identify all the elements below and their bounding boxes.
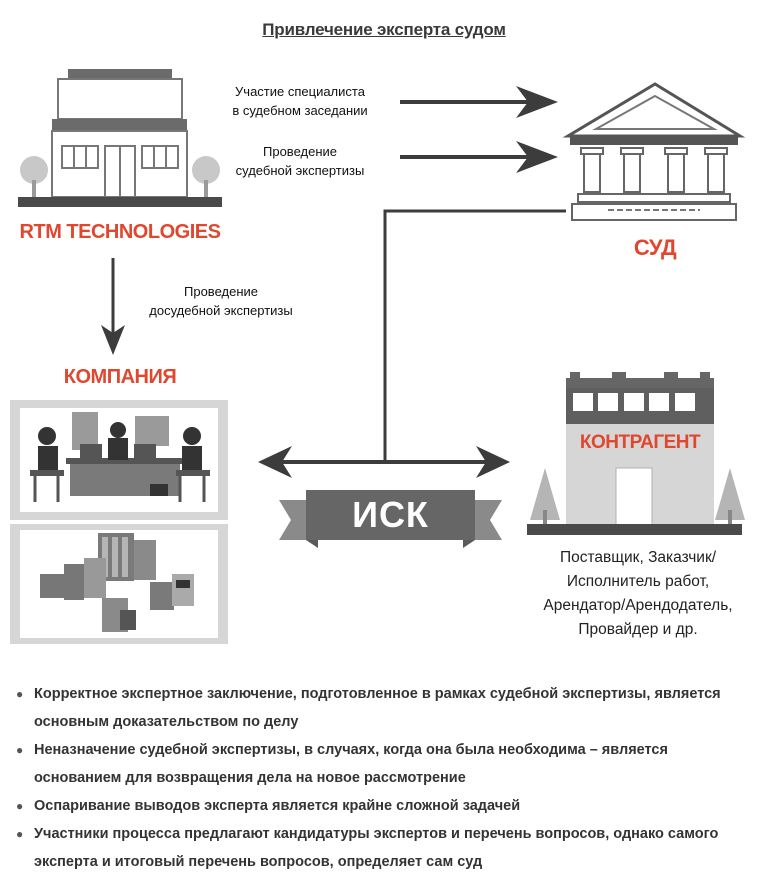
claim-ribbon [279, 490, 502, 548]
double-arrow [258, 446, 510, 478]
node-label-rtm: RTM TECHNOLOGIES [19, 221, 221, 243]
counterparty-desc-line: Провайдер и др. [578, 621, 698, 638]
diagram-canvas [10, 69, 746, 644]
arrow-label-court-expertise: Проведение судебной экспертизы [235, 144, 365, 178]
court-building-icon [562, 82, 746, 221]
counterparty-desc-line: Исполнитель работ, [566, 573, 710, 590]
node-label-company: КОМПАНИЯ [63, 366, 177, 388]
company-office-illustration [10, 400, 228, 520]
arrow-rtm-to-court-1 [400, 86, 558, 118]
node-label-court: СУД [633, 235, 677, 260]
counterparty-description: Поставщик, Заказчик/ Исполнитель работ, … [520, 546, 756, 642]
company-equipment-illustration [10, 524, 228, 644]
claim-label: ИСК [352, 494, 429, 535]
page-title: Привлечение эксперта судом [262, 20, 506, 39]
key-point: Участники процесса предлагают кандидатур… [16, 820, 753, 876]
arrow-rtm-to-court-2 [400, 141, 558, 173]
counterparty-building-icon [527, 372, 745, 535]
counterparty-desc-line: Арендатор/Арендодатель, [543, 597, 733, 614]
arrow-label-pretrial-expertise: Проведение досудебной экспертизы [149, 284, 293, 318]
arrow-rtm-to-company [101, 258, 125, 355]
court-connector-line [383, 209, 566, 462]
counterparty-desc-line: Поставщик, Заказчик/ [559, 549, 717, 566]
node-label-counterparty: КОНТРАГЕНТ [579, 432, 701, 453]
arrow-label-specialist: Участие специалиста в судебном заседании [232, 84, 368, 118]
key-point: Корректное экспертное заключение, подгот… [16, 680, 753, 736]
key-point: Оспаривание выводов эксперта является кр… [16, 792, 753, 820]
key-point: Неназначение судебной экспертизы, в случ… [16, 736, 753, 792]
rtm-building-icon [18, 69, 222, 207]
key-points-list: Корректное экспертное заключение, подгот… [16, 680, 753, 876]
